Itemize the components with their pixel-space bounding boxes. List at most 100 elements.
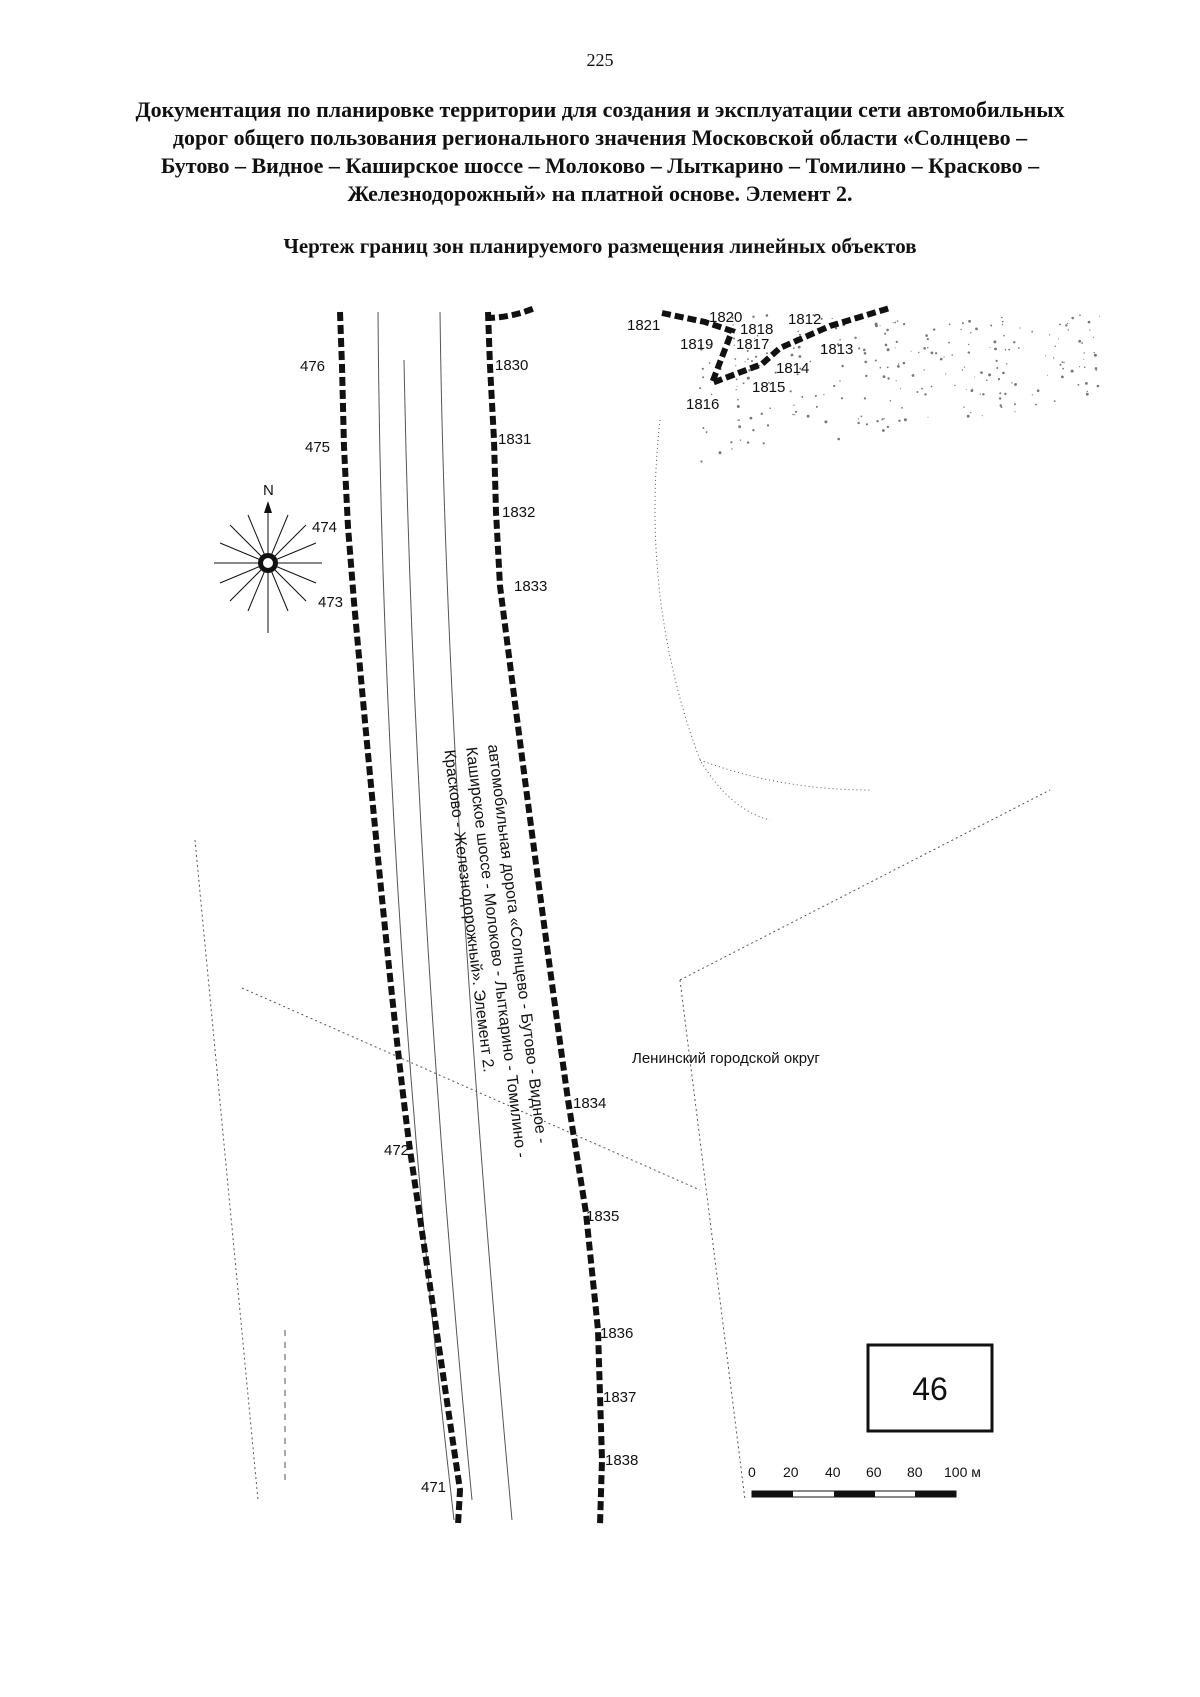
scale-label: 0 [748, 1464, 756, 1480]
road-edge-left [377, 311, 455, 1521]
scale-bar: 0 20 40 60 80 100 м [748, 1464, 981, 1498]
speckle-dot [1014, 411, 1016, 413]
speckle-dot [968, 343, 970, 346]
speckle-dot [730, 441, 733, 444]
speckle-dot [752, 315, 755, 318]
speckle-dot [700, 344, 703, 347]
title-line: Бутово – Видное – Каширское шоссе – Моло… [160, 153, 1040, 178]
speckle-dot [995, 359, 998, 362]
speckle-dot [972, 388, 974, 390]
speckle-dot [876, 420, 879, 423]
speckle-dot [1096, 384, 1100, 388]
document-title: Документация по планировке территории дл… [100, 96, 1100, 208]
speckle-dot [948, 341, 950, 344]
speckle-dot [935, 352, 938, 355]
left-point-labels: 476 475 474 473 472 471 [300, 358, 446, 1496]
zone-boundaries [337, 305, 891, 1526]
speckle-dot [979, 393, 981, 395]
speckle-dot [758, 364, 761, 367]
speckle-dot [874, 322, 878, 326]
speckle-dot [837, 437, 840, 441]
speckle-dot [933, 328, 936, 331]
speckle-dot [1085, 392, 1089, 396]
speckle-dot [895, 380, 897, 382]
speckle-dot [794, 410, 798, 413]
speckle-dot [760, 412, 763, 415]
speckle-dot [738, 419, 740, 421]
speckle-dot [792, 347, 795, 349]
speckle-dot [858, 347, 861, 350]
speckle-dot [1003, 334, 1005, 337]
speckle-dot [774, 371, 777, 374]
speckle-dot [961, 369, 964, 371]
speckle-dot [889, 400, 892, 402]
speckle-dot [892, 322, 894, 324]
speckle-dot [1062, 367, 1064, 370]
speckle-dot [700, 460, 703, 463]
speckle-dot [970, 389, 974, 392]
compass-rose: N [214, 482, 322, 633]
speckle-dot [999, 392, 1002, 395]
speckle-dot [963, 406, 965, 408]
speckle-dot [839, 339, 841, 341]
speckle-dot [1085, 382, 1088, 385]
speckle-dot [923, 347, 926, 350]
speckle-dot [879, 366, 882, 369]
speckle-dot [841, 364, 844, 368]
speckle-dot [733, 344, 736, 346]
speckle-dot [970, 332, 972, 334]
speckle-dot [1011, 382, 1013, 384]
speckle-dot [746, 350, 749, 352]
speckle-dot [1006, 363, 1008, 365]
speckle-dot [1066, 322, 1069, 325]
speckle-dot [911, 374, 915, 377]
speckle-dot [951, 354, 953, 356]
speckle-dot [1083, 358, 1085, 360]
speckle-dot [989, 347, 991, 348]
speckle-dot [863, 352, 867, 355]
speckle-dot [812, 314, 815, 316]
speckle-dot [752, 429, 755, 432]
speckle-dot [1061, 375, 1064, 379]
drawing-subtitle: Чертеж границ зон планируемого размещени… [283, 234, 917, 258]
speckle-dot [1054, 345, 1057, 347]
speckle-dot [742, 382, 745, 385]
speckle-dot [930, 385, 933, 388]
sheet-number: 46 [912, 1371, 948, 1407]
speckle-dot [997, 378, 1001, 381]
speckle-dot [833, 384, 836, 388]
speckle-dot [699, 387, 702, 390]
speckle-dot [700, 347, 703, 351]
speckle-dot [1045, 355, 1047, 357]
speckle-dot [748, 369, 751, 372]
speckle-dot [857, 421, 860, 425]
scale-segment [915, 1491, 956, 1497]
speckle-dot [836, 343, 840, 346]
speckle-dot [798, 355, 802, 358]
parcel-line [241, 987, 701, 1191]
speckle-dot [802, 396, 804, 398]
speckle-area [699, 314, 1100, 463]
scale-label: 80 [907, 1464, 923, 1480]
speckle-dot [967, 351, 970, 354]
speckle-dot [1031, 331, 1033, 333]
speckle-dot [884, 343, 888, 347]
speckle-dot [925, 334, 928, 337]
parcel-line [679, 979, 746, 1501]
point-label: 475 [305, 439, 330, 456]
speckle-dot [883, 417, 885, 419]
speckle-dot [784, 367, 788, 370]
speckle-dot [814, 394, 817, 397]
speckle-dot [1004, 392, 1007, 396]
speckle-dot [731, 317, 734, 319]
point-label: 1813 [820, 341, 853, 358]
speckle-dot [736, 405, 740, 408]
speckle-dot [1095, 369, 1097, 371]
speckle-dot [823, 394, 825, 396]
speckle-dot [897, 365, 900, 368]
speckle-dot [1094, 367, 1098, 370]
title-line: Железнодорожный» на платной основе. Элем… [347, 181, 853, 206]
speckle-dot [797, 345, 801, 349]
speckle-dot [806, 414, 810, 418]
speckle-dot [702, 376, 705, 379]
